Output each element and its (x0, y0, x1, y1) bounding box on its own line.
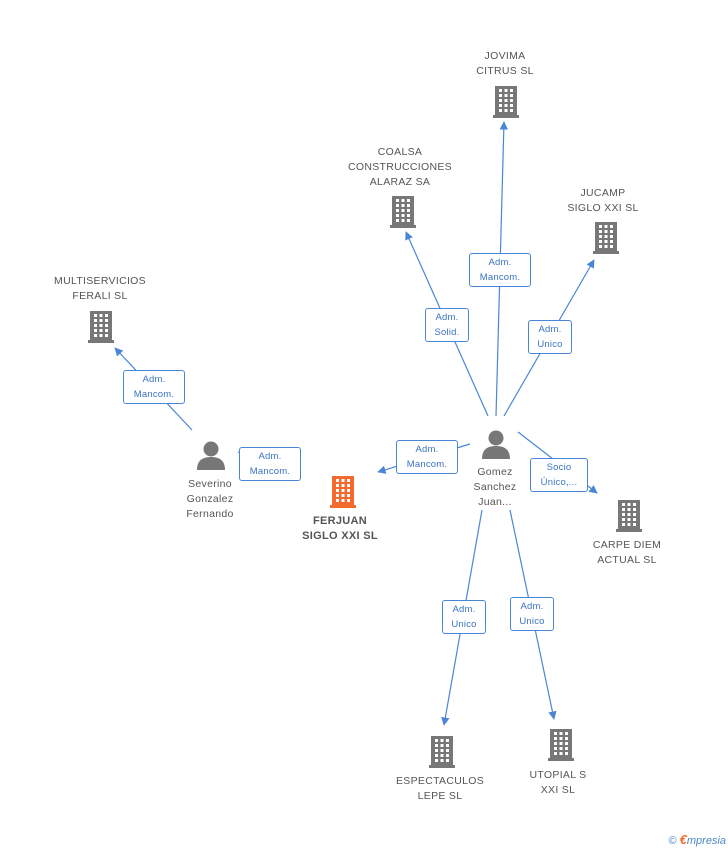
company-icon-coalsa[interactable] (390, 196, 416, 228)
node-label-jucamp[interactable]: JUCAMP SIGLO XXI SL (567, 187, 639, 214)
node-label-severino[interactable]: Severino Gonzalez Fernando (186, 478, 234, 520)
company-icon-utopial[interactable] (548, 729, 574, 761)
edge-label-gomez-ferjuan[interactable]: Adm. Mancom. (396, 440, 458, 474)
company-icon-ferjuan[interactable] (330, 476, 356, 508)
company-icon-multiservicios[interactable] (88, 311, 114, 343)
person-icon-gomez[interactable] (482, 430, 510, 460)
company-icon-carpe[interactable] (616, 500, 642, 532)
company-icon-jovima[interactable] (493, 86, 519, 118)
brand-logo-letter: € (679, 832, 687, 847)
node-label-espectaculos[interactable]: ESPECTACULOS LEPE SL (395, 775, 484, 802)
edge-label-gomez-carpe[interactable]: Socio Único,... (530, 458, 588, 492)
node-label-coalsa[interactable]: COALSA CONSTRUCCIONES ALARAZ SA (348, 146, 452, 188)
edge-label-gomez-coalsa[interactable]: Adm. Solid. (425, 308, 469, 342)
edge-label-gomez-jucamp[interactable]: Adm. Unico (528, 320, 572, 354)
edge-label-severino-ferjuan[interactable]: Adm. Mancom. (239, 447, 301, 481)
footer-brand[interactable]: © €mpresia (668, 832, 726, 847)
node-label-ferjuan[interactable]: FERJUAN SIGLO XXI SL (302, 515, 378, 542)
node-label-gomez[interactable]: Gomez Sanchez Juan... (473, 466, 517, 508)
company-icon-espectaculos[interactable] (429, 736, 455, 768)
node-label-jovima[interactable]: JOVIMA CITRUS SL (476, 50, 534, 77)
edge-label-gomez-jovima[interactable]: Adm. Mancom. (469, 253, 531, 287)
edge-label-severino-multiservicios[interactable]: Adm. Mancom. (123, 370, 185, 404)
brand-name: mpresia (686, 835, 726, 847)
copyright-icon: © (668, 835, 677, 847)
node-label-carpe[interactable]: CARPE DIEM ACTUAL SL (592, 539, 662, 566)
node-label-utopial[interactable]: UTOPIAL S XXI SL (529, 769, 587, 796)
node-label-multiservicios[interactable]: MULTISERVICIOS FERALI SL (54, 275, 146, 302)
person-icon-severino[interactable] (197, 441, 225, 471)
edge-label-gomez-utopial[interactable]: Adm. Unico (510, 597, 554, 631)
company-icon-jucamp[interactable] (593, 222, 619, 254)
edge-label-gomez-espectaculos[interactable]: Adm. Unico (442, 600, 486, 634)
